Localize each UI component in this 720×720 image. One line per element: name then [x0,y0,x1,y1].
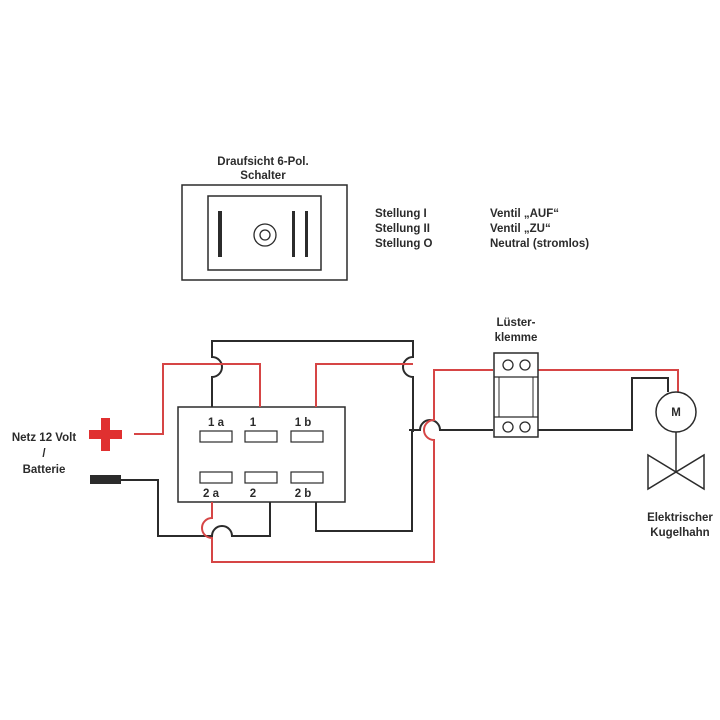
legend-position-1: Stellung I [375,208,427,220]
power-source-line2: / [42,448,46,460]
terminal-block-label: Lüster- klemme [476,316,556,346]
red-wire-to-motor [538,369,679,392]
valve-icon [647,453,705,491]
terminal-strip [493,352,539,438]
legend-position-2: Stellung II [375,223,430,235]
red-wires [134,363,679,563]
switch-top-view [181,184,348,281]
black-wire-battery-negative [118,479,271,537]
terminal-2a-slot [199,471,233,484]
black-wire-to-motor [538,377,669,431]
terminal-strip-screw-2 [519,359,531,371]
terminal-strip-screw-4 [519,421,531,433]
terminal-1a-slot [199,430,233,443]
red-wire-2a-loop [201,369,493,563]
legend-description-3: Neutral (stromlos) [490,238,590,250]
switch-title-line1: Draufsicht 6-Pol. [217,156,309,168]
red-wire-1b [315,363,413,407]
terminal-strip-screw-3 [502,421,514,433]
terminal-block-line2: klemme [494,332,538,344]
terminal-2b-slot [290,471,324,484]
black-wire-2b [315,430,413,532]
power-source-line1: Netz 12 Volt [11,432,77,444]
terminal-block-line1: Lüster- [496,317,536,329]
terminal-2a-label: 2 a [203,488,220,500]
black-wire-top-bridge [211,340,414,432]
battery-symbols [89,418,122,484]
switch-title-line2: Schalter [240,170,286,182]
legend-position-3: Stellung O [375,238,433,250]
red-wire-to-terminal-1 [212,363,261,407]
power-source-label: Netz 12 Volt / Batterie [4,430,84,478]
motor-valve: M [647,391,705,491]
plus-icon-vertical [101,418,110,451]
black-wire-to-clamp [409,419,493,431]
terminal-2b-label: 2 b [295,488,312,500]
switch-terminal-body: 1 a 1 1 b 2 a 2 2 b [177,406,346,503]
red-wire-battery-positive [134,363,212,435]
switch-left-bar [218,211,222,257]
terminal-1b-slot [290,430,324,443]
terminal-2-slot [244,471,278,484]
ball-valve-line1: Elektrischer [647,512,713,524]
switch-right-bar-b [305,211,308,257]
legend-description-1: Ventil „AUF“ [490,208,560,220]
switch-housing [181,184,348,281]
terminal-1-label: 1 [250,417,257,429]
terminal-body-outline [177,406,346,503]
terminal-1-slot [244,430,278,443]
switch-rocker [207,195,322,271]
switch-pivot-inner [259,229,271,241]
switch-pivot-outer [253,223,277,247]
ball-valve-label: Elektrischer Kugelhahn [630,511,720,541]
terminal-2-label: 2 [250,488,256,500]
switch-title: Draufsicht 6-Pol. Schalter [198,155,328,183]
terminal-strip-body [493,352,539,438]
power-source-line3: Batterie [22,464,66,476]
terminal-1a-label: 1 a [208,417,225,429]
black-wires [118,340,669,537]
minus-icon [90,475,121,484]
motor-symbol: M [671,407,681,419]
terminal-strip-screw-1 [502,359,514,371]
ball-valve-line2: Kugelhahn [650,527,710,539]
terminal-1b-label: 1 b [295,417,312,429]
switch-right-bar-a [292,211,295,257]
legend-description-2: Ventil „ZU“ [490,223,551,235]
